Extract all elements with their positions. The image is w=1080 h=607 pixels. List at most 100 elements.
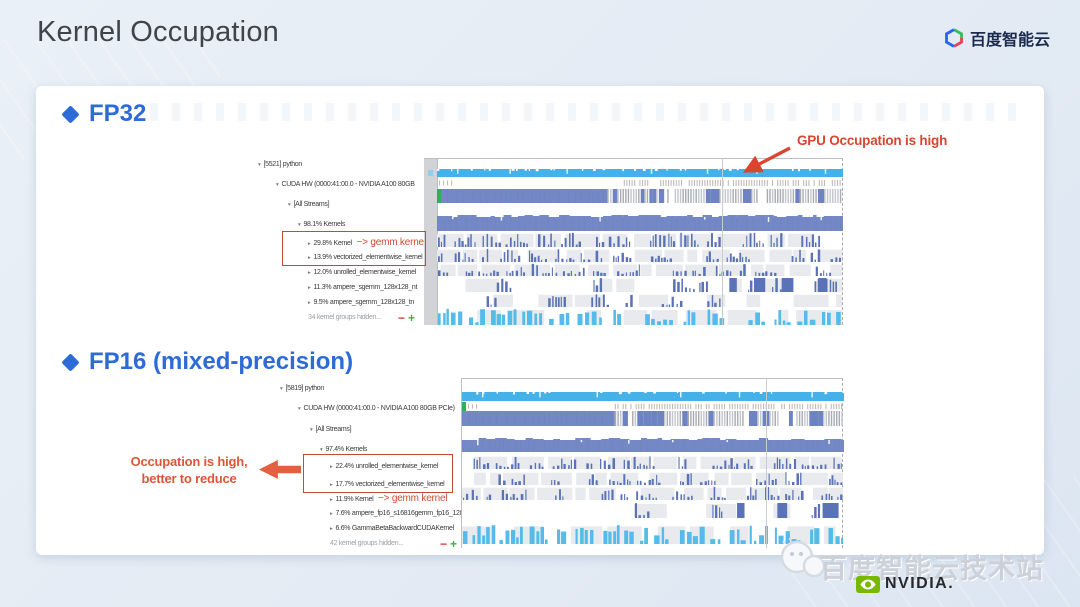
annotation-gpu-occupation: GPU Occupation is high [797, 133, 948, 148]
collapsed-icon: ▸ [330, 482, 333, 488]
annotation-arrow-icon [742, 146, 791, 173]
tree-row-label: 98.1% Kernels [303, 221, 346, 228]
tree-row-label: 7.6% ampere_fp16_s16816gemm_fp16_128x1 [335, 510, 471, 517]
annotation-line: better to reduce [141, 471, 237, 486]
collapsed-icon: ▸ [330, 464, 333, 470]
tree-row: ▾[All Streams] [288, 200, 330, 210]
tree-row: ▾97.4% Kernels [320, 445, 367, 455]
profiler-tree-fp16: ▾[5819] python▾CUDA HW (0000:41:00.0 - N… [280, 380, 470, 552]
zoom-controls: −+ [398, 311, 418, 325]
diamond-bullet-icon [61, 104, 80, 124]
collapsed-icon: ▸ [308, 255, 311, 261]
wechat-icon [780, 537, 826, 578]
tree-row-label: 17.7% vectorized_elementwise_kernel [335, 481, 445, 488]
highlight-box-fp16 [303, 454, 453, 493]
section-label: FP16 (mixed-precision) [89, 348, 354, 375]
expanded-icon: ▾ [298, 222, 301, 228]
tree-row: ▸9.5% ampere_sgemm_128x128_tn [308, 298, 414, 308]
tree-row-label: 42 kernel groups hidden... [330, 540, 404, 547]
brand-label: 百度智能云 [969, 32, 1050, 49]
annotation-line: Occupation is high, [130, 454, 248, 469]
page-title: Kernel Occupation [37, 16, 279, 48]
tree-row: ▸11.3% ampere_sgemm_128x128_nt [308, 283, 417, 293]
profiler-timeline-fp16 [461, 378, 844, 548]
tree-row-label: 34 kernel groups hidden... [308, 314, 382, 321]
baidu-cloud-icon [945, 28, 963, 48]
expand-icon: + [408, 311, 419, 325]
tree-row: ▸17.7% vectorized_elementwise_kernel [330, 480, 445, 490]
collapsed-icon: ▸ [308, 285, 311, 291]
nvidia-label: NVIDIA. [885, 575, 955, 592]
expanded-icon: ▾ [258, 162, 261, 168]
tree-row: ▾CUDA HW (0000:41:00.0 - NVIDIA A100 80G… [276, 180, 415, 190]
tree-row-label: [All Streams] [293, 201, 330, 208]
collapsed-icon: ▸ [308, 300, 311, 306]
tree-row-label: 97.4% Kernels [325, 446, 368, 453]
timeline-row-cyan [462, 392, 844, 401]
timeline-row-hist [474, 472, 843, 485]
tree-row: ▾[5521] python [258, 160, 302, 170]
timeline-row-hist [438, 263, 842, 276]
timeline-row-hist [437, 248, 842, 262]
brand-logo: 百度智能云 [944, 26, 1050, 50]
annotation-occupation-high: Occupation is high, better to reduce [124, 453, 254, 487]
tree-row-label: 13.9% vectorized_elementwise_kernel [313, 254, 423, 261]
tree-row-label: CUDA HW (0000:41:00.0 - NVIDIA A100 80GB… [303, 405, 455, 412]
tree-row: ▸12.0% unrolled_elementwise_kernel [308, 268, 416, 278]
timeline-row-stripe [437, 189, 842, 203]
collapsed-icon: ▸ [308, 241, 311, 247]
tree-row-label: 9.5% ampere_sgemm_128x128_tn [313, 299, 415, 306]
timeline-row-stripe [462, 411, 843, 426]
zoom-controls: −+ [440, 537, 460, 551]
tree-row: ▸6.6% GammaBetaBackwardCUDAKernel [330, 524, 454, 534]
tree-row-label: [5521] python [263, 161, 302, 168]
diamond-bullet-icon [61, 352, 80, 372]
timeline-chart [428, 158, 843, 325]
tree-row-label: 12.0% unrolled_elementwise_kernel [313, 269, 417, 276]
expanded-icon: ▾ [310, 427, 313, 433]
tree-row: ▸29.8% Kernel −> gemm kernel [308, 238, 426, 248]
gemm-kernel-annotation: −> gemm kernel [375, 493, 448, 504]
section-heading-fp16: FP16 (mixed-precision) [61, 348, 354, 376]
tree-row: ▸13.9% vectorized_elementwise_kernel [308, 253, 423, 263]
expanded-icon: ▾ [320, 447, 323, 453]
tree-row: ▾CUDA HW (0000:41:00.0 - NVIDIA A100 80G… [298, 404, 455, 414]
timeline-row-slate [462, 438, 844, 452]
tree-row-label: [5819] python [285, 385, 324, 392]
tree-row-label: 6.6% GammaBetaBackwardCUDAKernel [335, 525, 454, 532]
expand-icon: + [450, 537, 461, 551]
collapsed-icon: ▸ [330, 526, 333, 532]
timeline-row-cyanhist [462, 525, 844, 544]
tree-row-label: 11.3% ampere_sgemm_128x128_nt [313, 284, 418, 291]
timeline-row-hist [462, 486, 843, 500]
decorative-tick-strip [150, 103, 1030, 121]
timeline-row-hist [473, 456, 842, 469]
timeline-row-cyanhist [438, 308, 842, 325]
tree-row: ▸22.4% unrolled_elementwise_kernel [330, 462, 438, 472]
collapse-icon: − [440, 537, 451, 551]
tree-row-label: 22.4% unrolled_elementwise_kernel [335, 463, 439, 470]
tree-row: ▾[All Streams] [310, 425, 352, 435]
section-heading-fp32: FP32 [61, 100, 147, 128]
collapsed-icon: ▸ [330, 497, 333, 503]
timeline-row-cyan [437, 169, 843, 177]
timeline-row-hist [486, 294, 842, 307]
timeline-row-hist [437, 232, 821, 247]
timeline-row-hist [465, 277, 842, 292]
tree-row: ▸7.6% ampere_fp16_s16816gemm_fp16_128x1 [330, 509, 470, 519]
tree-row: ▸11.9% Kernel −> gemm kernel [330, 493, 448, 504]
expanded-icon: ▾ [280, 386, 283, 392]
timeline-row-hist [633, 503, 839, 518]
tree-row-label: 29.8% Kernel [313, 240, 352, 247]
section-label: FP32 [89, 100, 147, 127]
timeline-row-slate [437, 215, 843, 231]
collapsed-icon: ▸ [308, 270, 311, 276]
tree-row: ▾[5819] python [280, 384, 324, 394]
nvidia-logo: NVIDIA. [856, 575, 954, 593]
highlight-box-fp32 [282, 231, 426, 266]
timeline-row-dash [439, 180, 841, 186]
tree-row-label: CUDA HW (0000:41:00.0 - NVIDIA A100 80GB [281, 181, 415, 188]
tree-row-label: [All Streams] [315, 426, 352, 433]
nvidia-eye-icon [856, 575, 880, 593]
